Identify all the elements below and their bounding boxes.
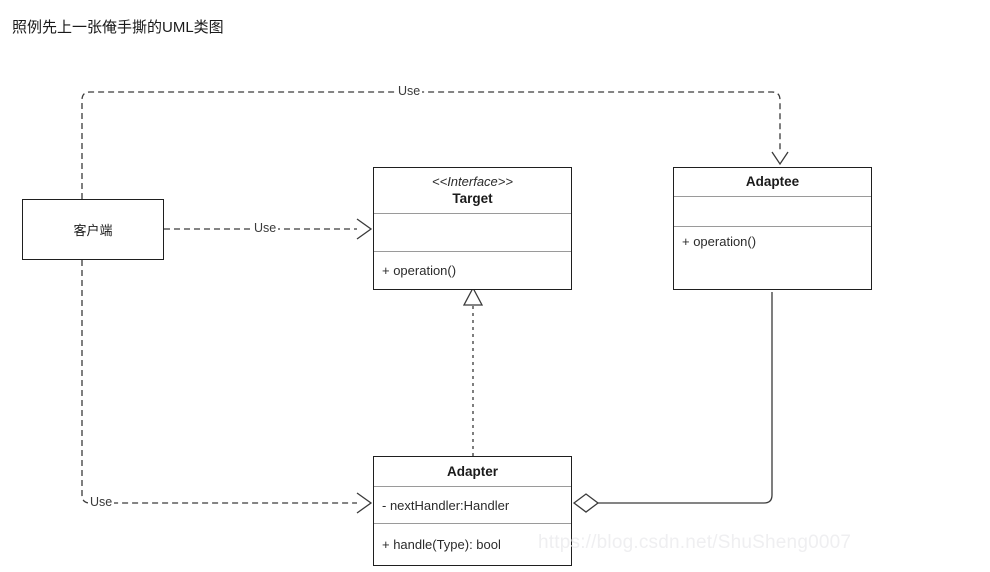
adaptee-attributes-compartment [674,196,871,226]
arrowhead-into-adapter [356,492,373,514]
edge-label-client-uses-adapter: Use [88,495,115,509]
adapter-method-handle: + handle(Type): bool [382,536,501,552]
adaptee-methods-compartment: + operation() [674,226,871,289]
target-methods-compartment: + operation() [374,251,571,289]
arrowhead-into-target [356,218,373,240]
page-caption: 照例先上一张俺手撕的UML类图 [12,19,224,36]
client-class-name: 客户端 [73,223,113,238]
adapter-methods-compartment: + handle(Type): bool [374,523,571,564]
class-box-adapter[interactable]: Adapter - nextHandler:Handler + handle(T… [373,456,572,566]
class-box-adaptee[interactable]: Adaptee + operation() [673,167,872,290]
client-name-compartment: 客户端 [23,200,163,259]
adaptee-name-compartment: Adaptee [674,168,871,196]
target-class-name: Target [452,191,493,206]
target-attributes-compartment [374,213,571,251]
target-name-compartment: <<Interface>> Target [374,168,571,213]
adaptee-class-name: Adaptee [745,174,800,189]
target-method-operation: + operation() [382,263,457,278]
connector-adapter-aggregates-adaptee [598,292,773,504]
adaptee-method-operation: + operation() [682,234,757,249]
adapter-attribute-next-handler: - nextHandler:Handler [382,497,510,513]
connector-client-uses-adaptee [81,91,781,199]
arrowhead-into-adaptee [771,151,789,166]
connector-client-uses-adapter [81,260,357,504]
class-box-target[interactable]: <<Interface>> Target + operation() [373,167,572,290]
target-stereotype: <<Interface>> [432,174,513,189]
adapter-class-name: Adapter [446,463,498,479]
edge-label-client-uses-adaptee: Use [396,84,423,98]
class-box-client[interactable]: 客户端 [22,199,164,260]
hollow-diamond-arrowhead [572,493,600,513]
adapter-attributes-compartment: - nextHandler:Handler [374,486,571,523]
hollow-triangle-arrowhead [462,286,484,306]
adapter-name-compartment: Adapter [374,457,571,486]
edge-label-client-uses-target: Use [252,221,279,235]
